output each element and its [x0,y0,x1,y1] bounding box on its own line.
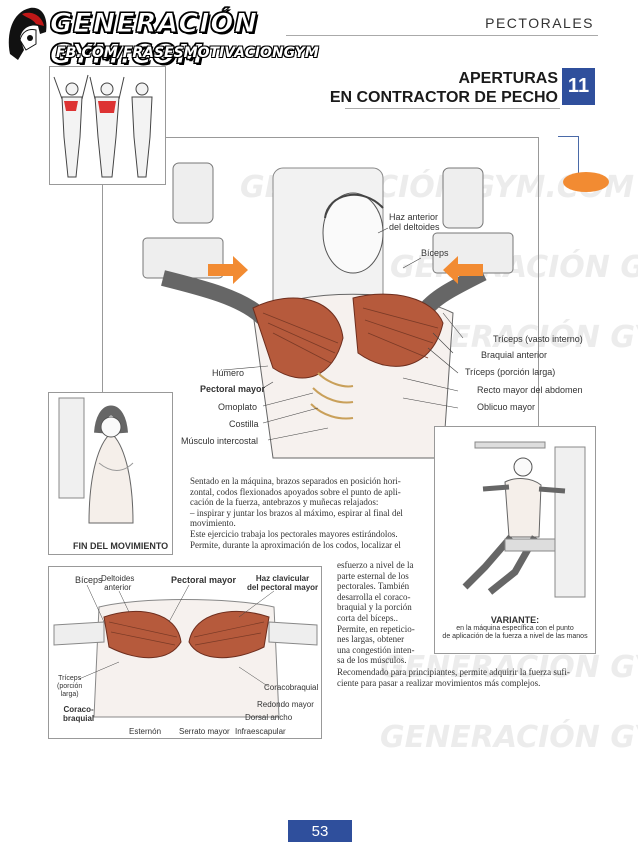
social-link[interactable]: FB.COM/FRASESMOTIVACIONGYM [56,45,319,61]
label-braquial: Braquial anterior [481,350,548,360]
label-pectoral: Pectoral mayor [200,384,266,394]
text-line: Sentado en la máquina, brazos separados … [190,476,401,486]
text-line: Este ejercicio trabaja los pectorales ma… [190,528,398,539]
variant-caption-line1: en la máquina específica con el punto [456,625,574,632]
label-intercostal: Músculo intercostal [181,436,259,446]
exercise-number: 11 [562,68,595,105]
text-line: zontal, codos flexionados apoyados sobre… [190,486,401,497]
text-line: sa de los músculos. [337,655,407,666]
label-triceps-line1: Tríceps [58,675,82,682]
variant-illustration: VARIANTE: en la máquina específica con e… [434,426,596,654]
text-line: esfuerzo a nivel de la [337,560,414,570]
end-caption: FIN DEL MOVIMIENTO [73,541,169,551]
description-paragraph-1: Sentado en la máquina, brazos separados … [190,476,424,550]
back-view-figure-icon [58,397,134,524]
exercise-title-line2: EN CONTRACTOR DE PECHO [329,89,558,106]
chest-anatomy-illustration: Bíceps Deltoides anterior Pectoral mayor… [48,566,322,739]
label-haz-line2: del pectoral mayor [247,583,319,592]
orange-marker [563,172,609,192]
label-haz-anterior: Haz anterior [389,212,439,222]
label-biceps: Bíceps [421,248,449,258]
variant-machine-icon [462,441,586,598]
label-deltoides: Deltoides anterior [101,574,134,592]
label-oblicuo: Oblicuo mayor [477,402,536,412]
text-line: movimiento. [190,518,236,529]
divider [345,108,560,109]
text-line: Permite, en repeticio- [337,623,415,634]
exercise-title-line1: APERTURAS [458,70,558,87]
label-redondo: Redondo mayor [257,700,314,709]
label-deltoides-line1: Deltoides [101,574,135,583]
description-paragraph-2: esfuerzo a nivel de la parte esternal de… [337,560,427,666]
label-humero: Húmero [212,368,245,378]
main-illustration [102,137,539,463]
connector-line [578,136,579,176]
label-triceps-line3: larga) [60,691,79,698]
label-coraco-line2: braquial [63,714,95,723]
label-haz-line1: Haz clavicular [255,574,310,583]
text-line: Permite, durante la aproximación de los … [190,539,401,550]
label-triceps-vasto: Tríceps (vasto interno) [493,334,583,344]
label-coraco: Coraco- braquial [63,705,94,723]
helmet-icon [8,7,47,61]
connector-line [558,136,578,137]
variant-title: VARIANTE: [490,615,540,625]
variant-caption-line2: de aplicación de la fuerza a nivel de la… [442,633,588,640]
brand-name: GENERACIÓN GYM.COM [50,8,258,71]
text-line: pectorales. También [337,581,410,592]
chest-muscles-icon [53,584,318,718]
text-line: cación de la fuerza, antebrazos y muñeca… [190,497,379,508]
text-line: Recomendado para principiantes, permite … [337,667,570,677]
label-recto: Recto mayor del abdomen [477,385,583,395]
label-triceps: Tríceps (porción larga) [57,675,82,699]
label-dorsal: Dorsal ancho [245,713,293,722]
brand-logo: GENERACIÓN GYM.COM FB.COM/FRASESMOTIVACI… [4,4,319,71]
body-figures-icon [53,74,153,178]
end-of-movement-illustration: FIN DEL MOVIMIENTO [48,392,173,555]
label-infraescapular: Infraescapular [235,727,286,736]
description-paragraph-3: Recomendado para principiantes, permite … [337,667,597,688]
label-del-deltoides: del deltoides [389,222,440,232]
label-esternon: Esternón [129,727,162,736]
text-line: ciente para pasar a realizar movimientos… [337,677,541,688]
label-serrato: Serrato mayor [179,727,230,736]
text-line: parte esternal de los [337,570,409,581]
label-coracobraquial: Coracobraquial [264,683,319,692]
section-title: PECTORALES [485,15,594,31]
machine-figure-illustration [142,162,514,459]
label-coraco-line1: Coraco- [63,705,94,714]
text-line: corta del bíceps.. [337,612,398,623]
label-triceps-larga: Tríceps (porción larga) [465,367,556,377]
label-triceps-line2: (porción [57,683,83,690]
text-line: desarrolla el coraco- [337,591,411,602]
text-line: una congestión inten- [337,644,415,655]
label-pectoral-mayor: Pectoral mayor [171,575,237,585]
text-line: braquial y la porción [337,602,412,613]
label-biceps: Bíceps [75,575,103,585]
page-number: 53 [288,820,352,842]
label-haz-clavicular: Haz clavicular del pectoral mayor [247,574,318,592]
muscle-map-thumbnail [49,66,166,185]
exercise-title: APERTURAS EN CONTRACTOR DE PECHO [330,69,558,107]
text-line: – inspirar y juntar los brazos al máximo… [190,507,403,518]
watermark: GENERACIÓN GYM.COM [380,720,638,755]
label-costilla: Costilla [229,419,259,429]
text-line: nes largas, obtener [337,634,405,645]
divider [286,35,598,36]
label-omoplato: Omoplato [218,402,258,412]
label-deltoides-line2: anterior [104,583,132,592]
